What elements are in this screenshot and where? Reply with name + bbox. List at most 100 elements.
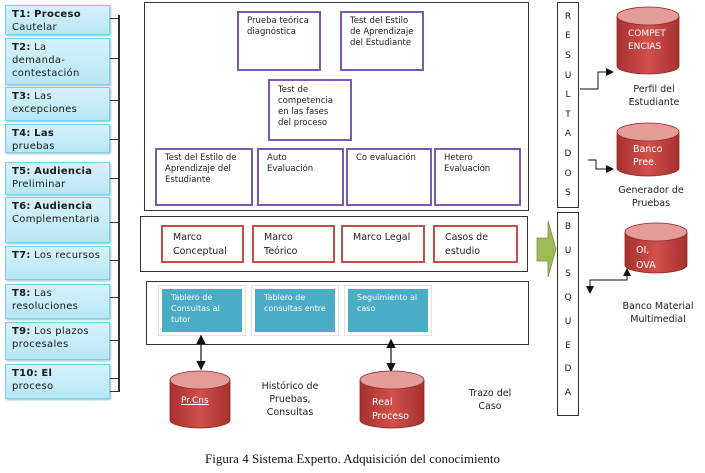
- competencias-db-label: COMPETENCIAS: [628, 29, 666, 52]
- topic-t9[interactable]: T9: Los plazos procesales: [5, 322, 110, 360]
- topic-title: Proceso: [34, 9, 81, 20]
- real-proceso-database-icon: [359, 370, 425, 429]
- topic-subtitle: proceso: [12, 381, 54, 392]
- tablero-consultas-tutor-box[interactable]: Tablero de Consultas al tutor: [158, 285, 246, 336]
- test-estilo-top-box[interactable]: Test del Estilo de Aprendizaje del Estud…: [340, 11, 424, 71]
- busqueda-column: B U S Q U E D A: [557, 212, 579, 416]
- box-label: Casos de estudio: [445, 232, 489, 257]
- busqueda-letter: E: [565, 340, 571, 351]
- resultados-column: R E S U L T A D O S: [557, 2, 579, 208]
- casos-estudio-box[interactable]: Casos de estudio: [433, 225, 518, 263]
- arrow-resultados-banco: [588, 159, 614, 173]
- marco-teorico-box[interactable]: Marco Teórico: [252, 225, 335, 263]
- topic-connector: [110, 58, 119, 59]
- box-label: Tablero de Consultas al tutor: [171, 293, 220, 324]
- topic-code: T7:: [12, 250, 31, 261]
- topic-code: T6:: [12, 201, 31, 212]
- topic-title: Las resoluciones: [12, 288, 79, 312]
- topic-code: T10:: [12, 368, 38, 379]
- marco-conceptual-box[interactable]: Marco Conceptual: [161, 225, 244, 263]
- box-label: Auto Evaluación: [267, 153, 314, 174]
- competencias-database-icon: [616, 6, 680, 75]
- banco-pree-db-label: Banco Pree.: [633, 144, 663, 168]
- box-label: Marco Conceptual: [173, 232, 227, 257]
- topic-t7[interactable]: T7: Los recursos: [5, 246, 110, 280]
- topic-connector: [110, 260, 119, 261]
- topic-code: T3:: [12, 91, 31, 102]
- marco-legal-box[interactable]: Marco Legal: [341, 225, 425, 263]
- busqueda-letter: U: [564, 245, 572, 256]
- box-label: Hetero Evaluación: [444, 153, 491, 174]
- box-label: Seguimiento al caso: [357, 293, 418, 313]
- consultas-panel: Tablero de Consultas al tutor Tablero de…: [146, 281, 529, 345]
- figure-caption: Figura 4 Sistema Experto. Adquisición de…: [205, 451, 500, 466]
- arrow-resultados-competencias: [580, 68, 614, 90]
- box-label: Co evaluación: [356, 153, 416, 163]
- topic-title: Los recursos: [34, 250, 101, 261]
- tablero-consultas-entre-box[interactable]: Tablero de consultas entre: [251, 285, 339, 336]
- hetero-evaluacion-box[interactable]: Hetero Evaluación: [434, 148, 521, 206]
- topic-code: T2:: [12, 42, 31, 53]
- box-label: Prueba teórica diagnóstica: [247, 16, 309, 37]
- box-label: Marco Teórico: [264, 232, 298, 257]
- topic-connector: [110, 297, 119, 298]
- prcns-db-caption: Histórico de Pruebas, Consultas: [261, 381, 319, 418]
- resultados-letter: L: [565, 90, 571, 101]
- resultados-letter: D: [564, 148, 572, 159]
- marco-panel: Marco Conceptual Marco Teórico Marco Leg…: [140, 216, 528, 272]
- oi-ova-db-caption: Banco Material Multimedial: [622, 301, 694, 325]
- busqueda-letter: A: [564, 388, 572, 399]
- seguimiento-caso-box[interactable]: Seguimiento al caso: [344, 285, 432, 336]
- busqueda-letter: U: [564, 316, 572, 327]
- topic-code: T9:: [12, 326, 31, 337]
- topic-connector: [110, 391, 119, 392]
- auto-evaluacion-box[interactable]: Auto Evaluación: [257, 148, 344, 206]
- oi-ova-database-icon: [624, 222, 688, 274]
- prcns-database-icon: [169, 370, 231, 429]
- topic-connector: [110, 340, 119, 341]
- topic-title: Las: [34, 128, 55, 139]
- oi-ova-db-label: OI, OVA: [636, 245, 656, 271]
- topic-title: La demanda-contestación: [12, 42, 80, 79]
- topic-t3[interactable]: T3: Las excepciones: [5, 87, 110, 121]
- topic-title: Los plazos procesales: [12, 326, 89, 350]
- busqueda-letter: S: [565, 269, 571, 280]
- resultados-letter: R: [564, 11, 572, 22]
- resultados-letter: S: [565, 50, 571, 61]
- topic-title: Las excepciones: [12, 91, 78, 115]
- topic-connector: [110, 178, 119, 179]
- competencias-db-caption: Perfil del Estudiante: [628, 84, 680, 108]
- topic-t10[interactable]: T10: El proceso: [5, 364, 110, 399]
- box-label: Tablero de consultas entre: [264, 293, 326, 313]
- topic-t8[interactable]: T8: Las resoluciones: [5, 284, 110, 319]
- topic-connector: [110, 222, 119, 223]
- prueba-teorica-box[interactable]: Prueba teórica diagnóstica: [237, 11, 321, 71]
- prcns-db-label: Pr.Cns: [181, 396, 209, 406]
- topic-code: T4:: [12, 128, 31, 139]
- real-proceso-db-caption: Trazo del Caso: [468, 388, 512, 412]
- evaluation-panel: Prueba teórica diagnóstica Test del Esti…: [144, 2, 529, 211]
- box-label: Marco Legal: [353, 232, 411, 243]
- eval-row-estilo-box[interactable]: Test del Estilo de Aprendizaje del Estud…: [155, 148, 253, 206]
- topic-connector: [110, 378, 119, 379]
- resultados-letter: E: [565, 31, 571, 42]
- topic-code: T1:: [12, 9, 31, 20]
- topic-title: El: [41, 368, 53, 379]
- topic-subtitle: Complementaria: [12, 214, 100, 225]
- topic-title: Audiencia: [34, 166, 93, 177]
- resultados-letter: T: [565, 109, 571, 120]
- topic-connector: [110, 18, 119, 19]
- test-competencia-box[interactable]: Test de competencia en las fases del pro…: [268, 79, 352, 141]
- topic-t2[interactable]: T2: La demanda-contestación: [5, 38, 110, 85]
- co-evaluacion-box[interactable]: Co evaluación: [346, 148, 432, 206]
- box-label: Test del Estilo de Aprendizaje del Estud…: [350, 16, 414, 48]
- topic-code: T8:: [12, 288, 31, 299]
- resultados-letter: U: [564, 70, 572, 81]
- real-proceso-db-label: Real Proceso: [372, 397, 409, 422]
- resultados-letter: S: [565, 188, 571, 199]
